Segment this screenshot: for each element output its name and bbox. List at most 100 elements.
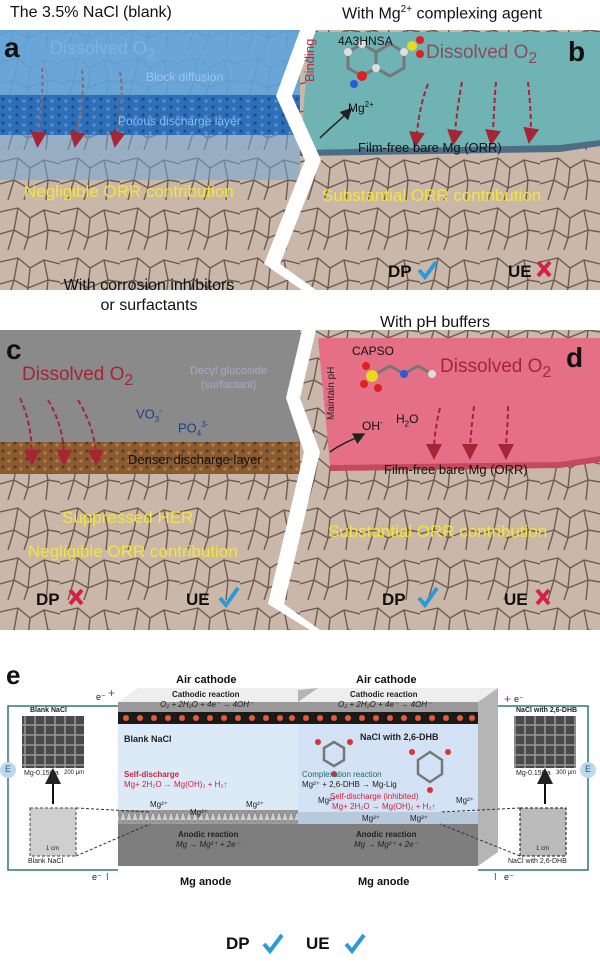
- panel-c-her: Suppressed HER: [62, 508, 194, 527]
- bottom-left-I: I: [106, 872, 109, 883]
- panel-a-o2-arrows: [30, 67, 126, 148]
- panel-b-letter: b: [568, 36, 586, 67]
- left-bottom-scale: 1 cm: [46, 846, 60, 852]
- complexation-label: Complexation reaction: [302, 770, 382, 779]
- panel-b-dp-label: DP: [388, 262, 412, 281]
- panel-d-ue-cross-icon: [535, 588, 551, 606]
- panel-a-porous-label: Porous discharge layer: [118, 114, 241, 128]
- cathodic-right: Cathodic reaction: [350, 690, 418, 699]
- panel-d-h2o: H2O: [396, 412, 419, 429]
- cathodic-left: Cathodic reaction: [172, 690, 240, 699]
- mg-ion-7: Mg²⁺: [456, 796, 474, 805]
- panel-d-oh-arrow: [329, 433, 366, 453]
- nacl-dhb-label: NaCl with 2,6-DHB: [360, 732, 439, 742]
- self-discharge-label: Self-discharge: [124, 770, 180, 779]
- self-discharge-eq-2: Mg+ 2H₂O → Mg(OH)₂ + H₂↑: [332, 802, 436, 811]
- panel-c-dense-layer: [0, 442, 300, 474]
- panel-e-right-cell: [298, 688, 498, 866]
- panel-d-molecule: [360, 362, 436, 392]
- panel-a-title: The 3.5% NaCl (blank): [10, 4, 172, 21]
- panel-e-dhb-molecule-2: [409, 749, 451, 793]
- mg-ion-1: Mg²⁺: [150, 800, 168, 809]
- panel-c-solution: [0, 330, 300, 442]
- blank-nacl-label: Blank NaCl: [124, 734, 172, 744]
- right-bottom-label: NaCl with 2,6-DHB: [508, 858, 567, 865]
- panel-d-agent: CAPSO: [352, 344, 395, 358]
- panel-a-solution: [0, 30, 300, 95]
- panel-e-circuit: [7, 705, 589, 871]
- right-plus: +: [504, 692, 512, 706]
- anodic-eq-left: Mg → Mg²⁺ + 2e⁻: [176, 840, 240, 849]
- panel-b-orr: Substantial ORR contribution: [322, 186, 542, 205]
- panel-c-po4: PO43-: [178, 420, 209, 438]
- panel-e-dp-check-icon: [262, 933, 284, 955]
- left-top-sample: Mg-0.15Ca: [24, 770, 59, 777]
- right-top-scale: 300 μm: [556, 770, 577, 776]
- panel-b-binding-arrow: [319, 107, 353, 139]
- mg-anode-left: Mg anode: [180, 876, 232, 888]
- right-zoom-lines: [439, 807, 521, 857]
- panel-d-o2-arrows: [426, 405, 515, 460]
- panel-c-o2-arrows: [19, 397, 104, 466]
- left-sem-image: [22, 716, 84, 768]
- panel-b-mg-ion: Mg2+: [348, 100, 374, 115]
- panel-b-film-free: Film-free bare Mg (ORR): [358, 140, 502, 155]
- bottom-left-e-minus: e⁻: [92, 872, 102, 882]
- left-plus: +: [108, 686, 116, 700]
- panel-b-agent: 4A3HNSA: [338, 34, 393, 48]
- self-inhibited-label: Self-discharge (inhibited): [330, 792, 419, 801]
- panel-d-dissolved-o2: Dissolved O2: [440, 356, 552, 381]
- cathodic-eq-right: O₂ + 2H₂O + 4e⁻ → 4OH⁻: [338, 700, 432, 709]
- left-E-label: E: [5, 764, 12, 774]
- right-e-minus: e⁻: [514, 694, 524, 704]
- panel-a-orr: Negligible ORR contribution: [24, 182, 234, 201]
- panel-c-ue-label: UE: [186, 590, 210, 609]
- e-left-potential-icon: [0, 762, 16, 778]
- mg-ion-5: Mg²⁺: [362, 814, 380, 823]
- panel-c-dp-label: DP: [36, 590, 60, 609]
- panel-e-ue-label: UE: [306, 934, 330, 953]
- mg-ion-3: Mg²⁺: [246, 800, 264, 809]
- panel-d-maintain-ph: Maintain pH: [326, 366, 337, 420]
- right-top-sample: Mg-0.15Ca: [516, 770, 551, 777]
- panel-d-dp-label: DP: [382, 590, 406, 609]
- panel-d-solution: [318, 338, 600, 465]
- panel-c-orr: Negligible ORR contribution: [28, 542, 238, 561]
- left-zoom-lines: [75, 807, 151, 857]
- panel-e-dp-label: DP: [226, 934, 250, 953]
- bottom-right-e-minus: e⁻: [504, 872, 514, 882]
- panel-d-ue-label: UE: [504, 590, 528, 609]
- panel-c-letter: c: [6, 334, 22, 365]
- panel-c-ue-check-icon: [218, 586, 240, 609]
- panel-a-porous-layer: [0, 95, 300, 135]
- panel-d-title: With pH buffers: [380, 314, 490, 331]
- panel-a-blue-overlay: [0, 135, 300, 180]
- anodic-eq-right: Mg → Mg²⁺ + 2e⁻: [354, 840, 418, 849]
- panel-d-oh: OH-: [362, 418, 383, 433]
- panel-e-letter: e: [6, 660, 21, 690]
- panel-d-dp-check-icon: [417, 586, 439, 609]
- panel-e-dhb-molecule-1: [315, 739, 353, 777]
- cathodic-eq-left: O₂ + 2H₂O + 4e⁻ → 4OH⁻: [160, 700, 254, 709]
- left-top-label: Blank NaCl: [30, 707, 67, 714]
- panel-b-dissolved-o2: Dissolved O2: [426, 42, 538, 67]
- panel-c-surfactant: Decyl glucoside(surfactant): [190, 365, 268, 391]
- panel-e-ue-check-icon: [344, 933, 366, 955]
- air-cathode-left: Air cathode: [176, 674, 237, 686]
- panel-d-film-free: Film-free bare Mg (ORR): [384, 462, 528, 477]
- mg-ion-6: Mg²⁺: [410, 814, 428, 823]
- e-right-potential-icon: [580, 762, 596, 778]
- panel-d-film-line: [330, 456, 600, 471]
- panel-b-title: With Mg2+ complexing agent: [342, 4, 542, 23]
- panel-b-molecule: [344, 36, 424, 88]
- panel-b-dp-check-icon: [417, 260, 438, 281]
- mg-anode-right: Mg anode: [358, 876, 410, 888]
- bottom-right-I: I: [494, 872, 497, 883]
- right-photo-image: [519, 807, 567, 857]
- zigzag-divider: [264, 30, 321, 630]
- panel-d-orr: Substantial ORR contribution: [328, 522, 548, 541]
- self-discharge-eq: Mg+ 2H₂O → Mg(OH)₂ + H₂↑: [124, 780, 228, 789]
- left-photo-image: [29, 807, 77, 857]
